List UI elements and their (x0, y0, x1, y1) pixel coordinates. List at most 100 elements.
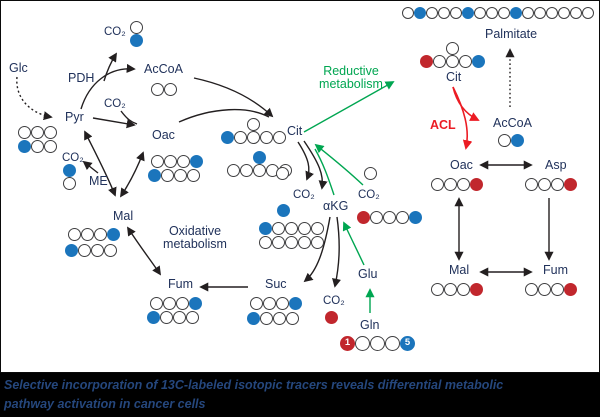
carbon-13c-red (564, 283, 577, 296)
suc-isotopologue-2 (247, 312, 299, 325)
carbon-unlabeled (433, 55, 446, 68)
carbon-unlabeled (311, 222, 324, 235)
akg-isotopologue-2 (259, 236, 324, 249)
carbon-13c-blue (409, 211, 422, 224)
oac-left-isotopologue-2 (148, 169, 200, 182)
carbon-unlabeled (570, 7, 582, 19)
carbon-unlabeled (151, 155, 164, 168)
carbon-unlabeled (444, 178, 457, 191)
carbon-unlabeled (247, 131, 260, 144)
label-glu: Glu (358, 267, 378, 281)
carbon-unlabeled (446, 55, 459, 68)
carbon-unlabeled (525, 178, 538, 191)
carbon-unlabeled (104, 244, 117, 257)
carbon-13c-blue: 5 (400, 336, 415, 351)
carbon-unlabeled (298, 222, 311, 235)
carbon-unlabeled (522, 7, 534, 19)
carbon-13c-blue (107, 228, 120, 241)
carbon-unlabeled (298, 236, 311, 249)
carbon-13c-blue (190, 155, 203, 168)
carbon-unlabeled (31, 126, 44, 139)
carbon-unlabeled (81, 228, 94, 241)
carbon-unlabeled (177, 155, 190, 168)
carbon-unlabeled (364, 167, 377, 180)
label-suc: Suc (265, 277, 287, 291)
carbon-unlabeled (385, 336, 400, 351)
label-co2-me: CO₂ (62, 152, 84, 164)
carbon-unlabeled (173, 311, 186, 324)
figure-caption: Selective incorporation of 13C-labeled i… (0, 373, 600, 417)
metabolic-pathway-diagram: Glc PDH CO₂ AcCoA Pyr CO₂ Oac CO₂ ME Mal… (0, 0, 600, 373)
oac-left-isotopologue-1 (151, 155, 203, 168)
asp-isotopologue (525, 178, 577, 191)
fum-left-isotopologue-1 (150, 297, 202, 310)
carbon-unlabeled (285, 236, 298, 249)
suc-isotopologue-1 (250, 297, 302, 310)
carbon-13c-red (470, 283, 483, 296)
label-akg: αKG (323, 199, 349, 213)
carbon-13c-blue (247, 312, 260, 325)
carbon-unlabeled (234, 131, 247, 144)
caption-line-1: Selective incorporation of 13C-labeled i… (4, 378, 504, 392)
caption-line-2: pathway activation in cancer cells (4, 397, 206, 411)
carbon-13c-blue (510, 7, 522, 19)
arrow-cit-to-akg-oxidative (303, 140, 328, 190)
label-asp: Asp (545, 158, 567, 172)
arrow-mal-fum-left-double (127, 226, 162, 276)
carbon-unlabeled (18, 126, 31, 139)
carbon-unlabeled (272, 236, 285, 249)
carbon-unlabeled (151, 83, 164, 96)
arrow-oac-mal-double (119, 151, 145, 198)
carbon-unlabeled (68, 228, 81, 241)
carbon-unlabeled (538, 178, 551, 191)
palmitate-isotopologue (402, 7, 594, 19)
carbon-unlabeled (91, 244, 104, 257)
carbon-unlabeled (426, 7, 438, 19)
carbon-unlabeled (150, 297, 163, 310)
pyr-isotopologue-2 (18, 140, 57, 153)
cit-right-isotopologue (420, 55, 485, 68)
accoa-right-isotopologue (498, 134, 524, 147)
carbon-unlabeled (546, 7, 558, 19)
arrow-glc-to-pyr (16, 76, 53, 121)
carbon-unlabeled (240, 164, 253, 177)
accoa-top-isotopologue (151, 83, 177, 96)
carbon-unlabeled (551, 283, 564, 296)
carbon-unlabeled (450, 7, 462, 19)
carbon-unlabeled (457, 178, 470, 191)
co2-pdh-isotopologue (130, 21, 143, 47)
arrow-acl-cit-to-accoa (452, 86, 480, 121)
fum-right-isotopologue (525, 283, 577, 296)
carbon-unlabeled (525, 283, 538, 296)
carbon-13c-red (357, 211, 370, 224)
carbon-unlabeled (446, 42, 459, 55)
arrow-co2-to-cit-reductive (314, 143, 364, 186)
carbon-13c-blue (65, 244, 78, 257)
carbon-unlabeled (186, 311, 199, 324)
label-co2-pdh: CO₂ (104, 26, 126, 38)
carbon-unlabeled (558, 7, 570, 19)
label-co2-akg-right: CO₂ (358, 189, 380, 201)
label-gln: Gln (360, 318, 380, 332)
carbon-13c-red (470, 178, 483, 191)
mal-left-isotopologue-1 (68, 228, 120, 241)
carbon-unlabeled (260, 131, 273, 144)
fum-left-isotopologue-2 (147, 311, 199, 324)
carbon-13c-blue (259, 222, 272, 235)
carbon-unlabeled (370, 336, 385, 351)
carbon-unlabeled (498, 134, 511, 147)
carbon-13c-red (420, 55, 433, 68)
label-co2-bottom: CO₂ (323, 295, 345, 307)
carbon-unlabeled (355, 336, 370, 351)
carbon-13c-blue (147, 311, 160, 324)
carbon-unlabeled (164, 83, 177, 96)
carbon-unlabeled (260, 312, 273, 325)
arrow-co2-to-oac-branch (120, 110, 138, 125)
co2-me-isotopologue (63, 164, 76, 190)
cit-right-isotopologue-top (446, 42, 459, 55)
label-palmitate: Palmitate (485, 27, 538, 41)
arrow-accoa-to-cit (193, 77, 274, 118)
label-accoa-right: AcCoA (493, 116, 532, 130)
label-oac-right: Oac (450, 158, 473, 172)
carbon-unlabeled (551, 178, 564, 191)
